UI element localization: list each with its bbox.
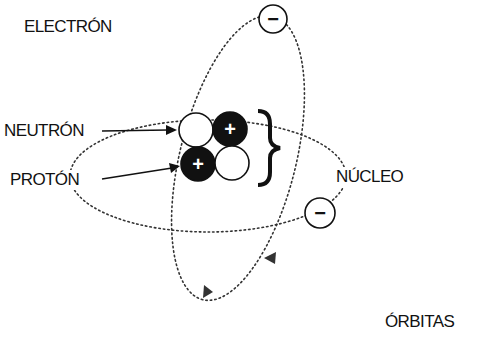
neutron [179, 113, 213, 147]
charge-sign: − [314, 203, 326, 223]
proton [181, 147, 215, 181]
orbit-tilted [146, 2, 329, 313]
leader-arrow [102, 130, 168, 131]
charge-sign: − [267, 9, 279, 29]
proton [213, 112, 247, 146]
leader-arrow [102, 168, 172, 179]
part-name: ÓRBITAS [383, 312, 456, 332]
charge-sign: + [192, 154, 204, 174]
electron [305, 198, 335, 228]
part-name: ELECTRÓN [22, 17, 114, 37]
part-name: NEUTRÓN [2, 121, 86, 141]
part-name: PROTÓN [8, 170, 81, 190]
charge-sign: + [224, 119, 236, 139]
part-name: NÚCLEO [334, 167, 405, 187]
neutron [215, 146, 249, 180]
orbit-arrowhead [203, 285, 213, 298]
electron [259, 5, 287, 33]
arrowhead [169, 163, 180, 173]
orbit-arrowhead [264, 252, 276, 264]
arrowhead [166, 125, 177, 135]
nucleus-bracket [258, 111, 280, 185]
